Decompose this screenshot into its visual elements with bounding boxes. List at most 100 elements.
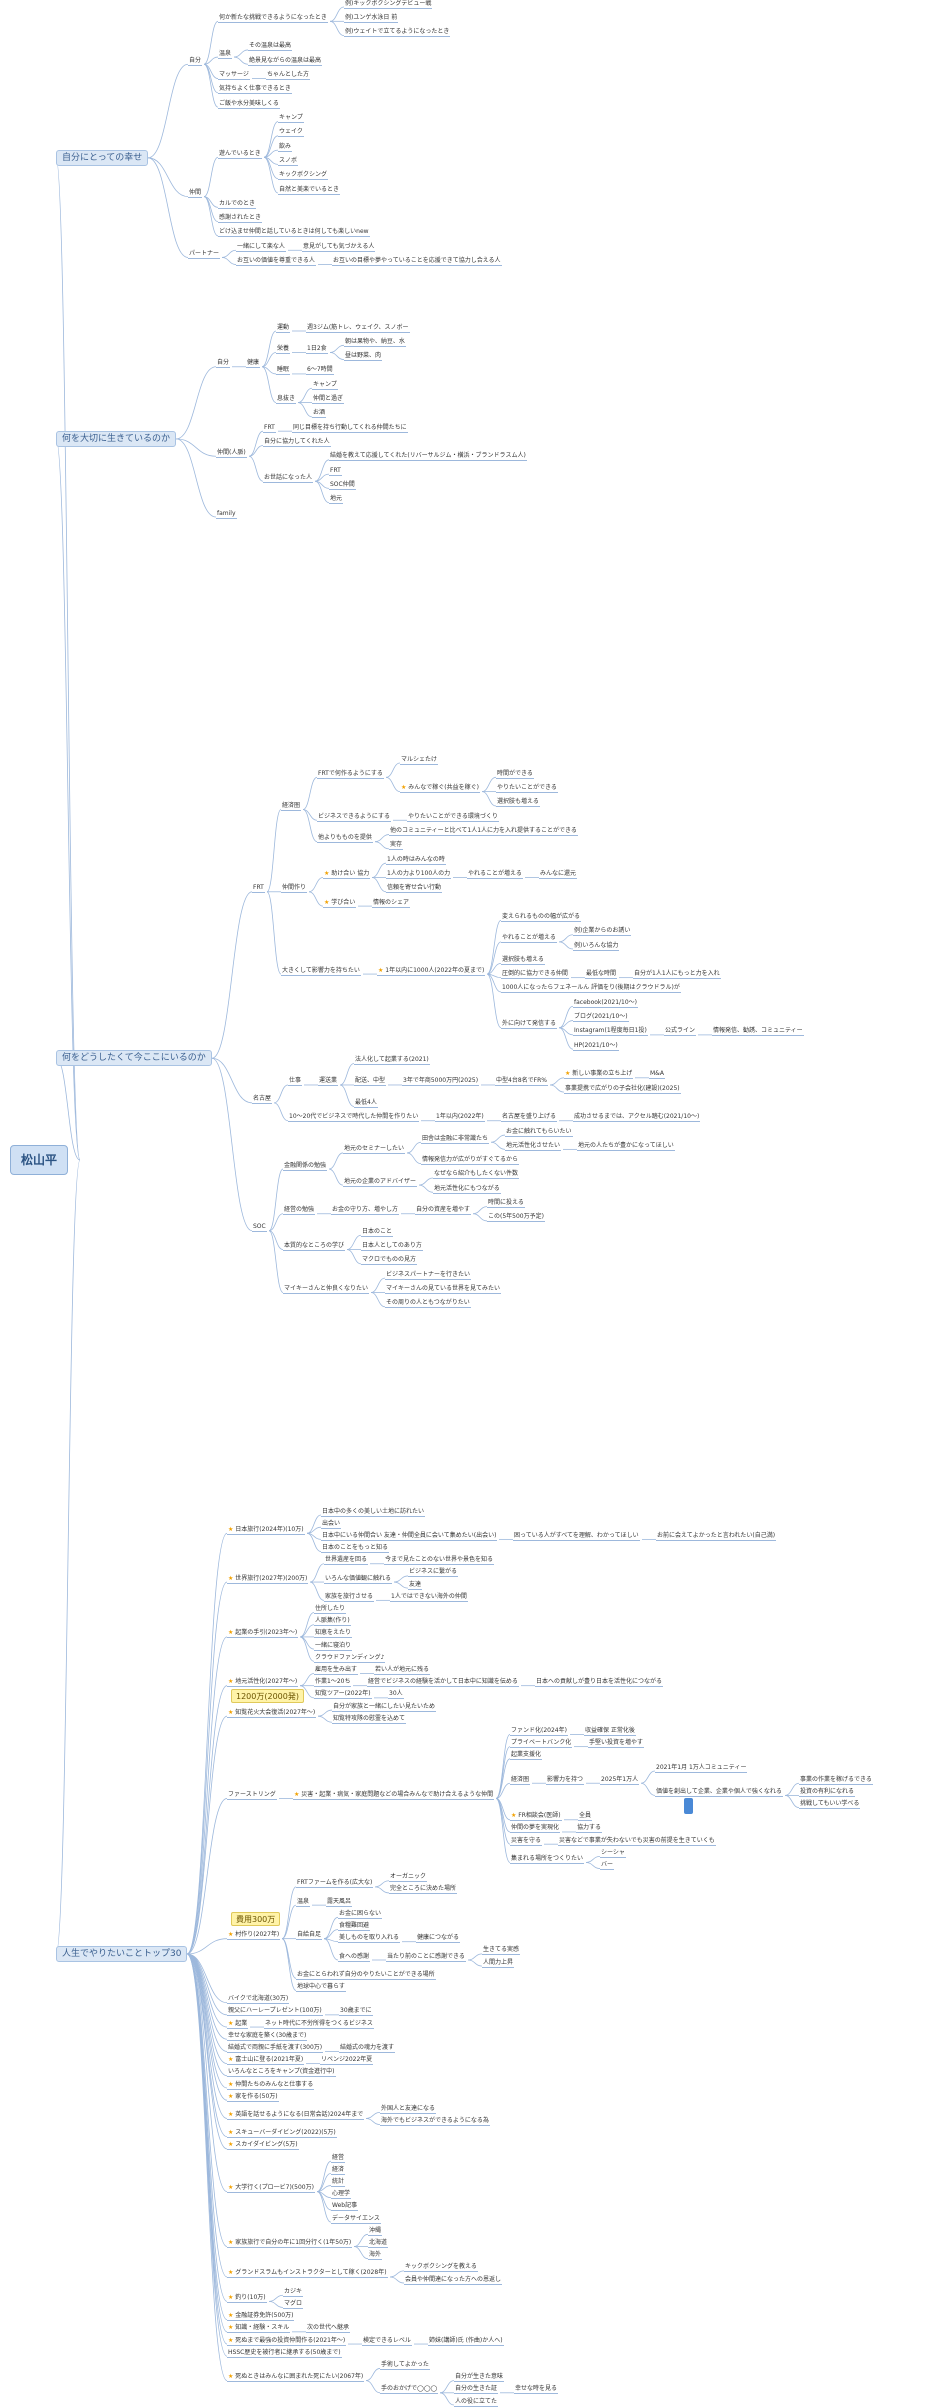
- topic-node[interactable]: 絶景見ながらの温泉は最高: [248, 57, 323, 66]
- topic-node[interactable]: 1日2食: [306, 345, 328, 354]
- topic-node[interactable]: 圧倒的に協力できる仲間: [501, 970, 569, 980]
- topic-node[interactable]: 出会い: [321, 1520, 342, 1529]
- topic-node[interactable]: 検定できるレベル: [362, 2337, 412, 2346]
- topic-node[interactable]: 北海道: [368, 2239, 389, 2248]
- topic-node[interactable]: 本質的なところの学び: [283, 1242, 346, 1252]
- topic-node[interactable]: 実存: [389, 841, 404, 851]
- topic-node[interactable]: ★ 死ぬときはみんなに囲まれた死にたい(2067年): [227, 2373, 365, 2383]
- topic-node[interactable]: 名古屋を盛り上げる: [501, 1113, 558, 1123]
- topic-node[interactable]: 家族を旅行させる: [324, 1593, 375, 1602]
- topic-node[interactable]: その周りの人ともつながりたい: [385, 1299, 471, 1309]
- topic-node[interactable]: ★ 地元活性化(2027年〜): [227, 1678, 299, 1688]
- topic-node[interactable]: 仲間作り: [281, 884, 308, 894]
- topic-node[interactable]: 自分: [188, 57, 203, 66]
- branch-topic[interactable]: 人生でやりたいことトップ30: [56, 1945, 188, 1962]
- topic-node[interactable]: シーシャ: [600, 1849, 626, 1858]
- topic-node[interactable]: 投資の有利になれる: [799, 1788, 856, 1797]
- topic-node[interactable]: ブログ(2021/10〜): [573, 1013, 629, 1023]
- topic-node[interactable]: 経営の勉強: [283, 1206, 316, 1216]
- topic-node[interactable]: 日本人としてのあり方: [361, 1242, 423, 1252]
- topic-node[interactable]: 気持ちよく仕事できるとき: [218, 85, 292, 95]
- topic-node[interactable]: オーガニック: [389, 1873, 428, 1883]
- topic-node[interactable]: 時間に投える: [487, 1199, 525, 1209]
- topic-node[interactable]: 例)キックボクシングデビュー戦: [344, 0, 433, 9]
- topic-node[interactable]: 日本のことをもっと知る: [321, 1544, 390, 1554]
- topic-node[interactable]: ネット時代に不労所得をつくるビジネス: [264, 2020, 374, 2029]
- topic-node[interactable]: マイキーさんの見ている世界を見てみたい: [385, 1285, 502, 1294]
- topic-node[interactable]: 雇用を生み出す: [314, 1666, 359, 1675]
- topic-node[interactable]: 30人: [388, 1690, 404, 1700]
- topic-node[interactable]: 情報発信力が広がりがすぐてるから: [421, 1156, 520, 1166]
- topic-node[interactable]: 中型4台8名でFR%: [495, 1077, 548, 1087]
- topic-node[interactable]: 朝は果物や、納豆、水: [344, 338, 406, 347]
- topic-node[interactable]: HSSC歴史を被行者に継承する(50歳まで): [227, 2349, 342, 2358]
- topic-node[interactable]: お酒: [312, 409, 327, 419]
- topic-node[interactable]: バー: [600, 1861, 615, 1871]
- topic-node[interactable]: Instagram(1程度毎日1投): [573, 1027, 648, 1037]
- topic-node[interactable]: 公式ライン: [664, 1027, 697, 1037]
- topic-node[interactable]: 幸せな時を見る: [514, 2385, 559, 2395]
- topic-node[interactable]: 地元の人たちが豊かになってほしい: [577, 1142, 675, 1151]
- topic-node[interactable]: 世界遺産を回る: [324, 1556, 369, 1566]
- topic-node[interactable]: FRTで何作るようにする: [317, 770, 384, 779]
- branch-topic[interactable]: 何を大切に生きているのか: [56, 430, 177, 447]
- topic-node[interactable]: ★ 起業: [227, 2020, 249, 2029]
- topic-node[interactable]: お金に困らない: [338, 1910, 383, 1919]
- topic-node[interactable]: 何か新たな挑戦できるようになったとき: [218, 14, 328, 23]
- topic-node[interactable]: FRT: [329, 467, 342, 476]
- topic-node[interactable]: 自分: [216, 359, 231, 369]
- topic-node[interactable]: 金融関係の勉強: [283, 1162, 328, 1171]
- topic-node[interactable]: 会員や仲間達になった方への恩返し: [404, 2276, 503, 2285]
- topic-node[interactable]: マクロでものの見方: [361, 1256, 418, 1266]
- topic-node[interactable]: 結婚を教えて応援してくれた(リバーサルジム・横浜・ブランドラスム人): [329, 452, 527, 462]
- topic-node[interactable]: お世話になった人: [263, 474, 314, 483]
- topic-node[interactable]: 人脈集(作り): [314, 1617, 351, 1627]
- topic-node[interactable]: 遊んでいるとき: [218, 150, 262, 159]
- topic-node[interactable]: ★ 災害・起業・病気・家庭問題などの場合みんなで助け合えるような仲間: [293, 1791, 495, 1800]
- topic-node[interactable]: 経済圏: [281, 802, 302, 811]
- topic-node[interactable]: SOC仲間: [329, 481, 356, 490]
- topic-node[interactable]: 同じ目標を持ち行動してくれる仲間たちに: [292, 424, 408, 433]
- topic-node[interactable]: 手堅い投資を増やす: [588, 1739, 645, 1749]
- topic-node[interactable]: 自給自足: [296, 1931, 323, 1941]
- topic-node[interactable]: 例)いろんな協力: [573, 942, 620, 951]
- topic-node[interactable]: FRTファームを作る(広大な): [296, 1879, 374, 1889]
- topic-node[interactable]: 食糧難回避: [338, 1922, 371, 1932]
- topic-node[interactable]: 日本中にいる仲間合い 友達・仲間全員に会いて集めたい(出会い): [321, 1532, 498, 1541]
- topic-node[interactable]: 最低4人: [354, 1099, 378, 1108]
- topic-node[interactable]: 事業の作業を稼げるできる: [799, 1776, 873, 1785]
- topic-node[interactable]: 日本のこと: [361, 1228, 394, 1237]
- topic-node[interactable]: 他のコミュニティーと比べて1人1人に力を入れ提供することができる: [389, 827, 578, 837]
- topic-node[interactable]: 地元のセミナーしたい: [343, 1145, 406, 1155]
- topic-node[interactable]: 仕事: [288, 1077, 303, 1087]
- topic-node[interactable]: 一緒にして楽な人: [236, 243, 286, 252]
- topic-node[interactable]: 知恵をえたり: [314, 1629, 353, 1639]
- topic-node[interactable]: ★ FR相談会(医師): [510, 1812, 562, 1822]
- topic-node[interactable]: 例)企業からのお誘い: [573, 927, 632, 937]
- topic-node[interactable]: ファンド化(2024年): [510, 1727, 568, 1736]
- topic-node[interactable]: どけ込ませ仲間と話しているときは何しても楽しいnew: [218, 228, 370, 238]
- topic-node[interactable]: 睡眠: [276, 366, 291, 376]
- topic-node[interactable]: 6〜7時間: [306, 366, 334, 376]
- topic-node[interactable]: リベンジ2022年夏: [320, 2056, 374, 2066]
- topic-node[interactable]: 協力する: [576, 1824, 603, 1834]
- topic-node[interactable]: 1000人になったらフェネールん 評価をり(後期はクラウドラル)が: [501, 984, 681, 994]
- topic-node[interactable]: ちゃんとした方: [266, 71, 311, 81]
- topic-node[interactable]: 手のおかげで◯◯◯: [380, 2385, 439, 2395]
- topic-node[interactable]: 経済圏: [510, 1776, 531, 1785]
- topic-node[interactable]: 幸せな家庭を築く(30歳まで): [227, 2032, 308, 2041]
- topic-node[interactable]: 2021年1月 1万人コミュニティー: [655, 1764, 748, 1773]
- topic-node[interactable]: Web記事: [331, 2202, 359, 2212]
- topic-node[interactable]: 運送業: [318, 1077, 339, 1087]
- topic-node[interactable]: 仲間: [188, 189, 203, 199]
- topic-node[interactable]: 自分の資産を増やす: [415, 1206, 472, 1216]
- topic-node[interactable]: やりたいことができる: [496, 784, 558, 794]
- topic-node[interactable]: スノボ: [278, 157, 299, 166]
- topic-node[interactable]: お互いの目標や夢やっていることを応援できて協力し合える人: [332, 257, 502, 267]
- topic-node[interactable]: キックボクシングを教える: [404, 2263, 478, 2273]
- topic-node[interactable]: family: [216, 510, 237, 519]
- topic-node[interactable]: お金の守り方、増やし方: [331, 1206, 400, 1216]
- topic-node[interactable]: 海外: [368, 2251, 383, 2261]
- topic-node[interactable]: 意見がしても気づかえる人: [302, 243, 376, 252]
